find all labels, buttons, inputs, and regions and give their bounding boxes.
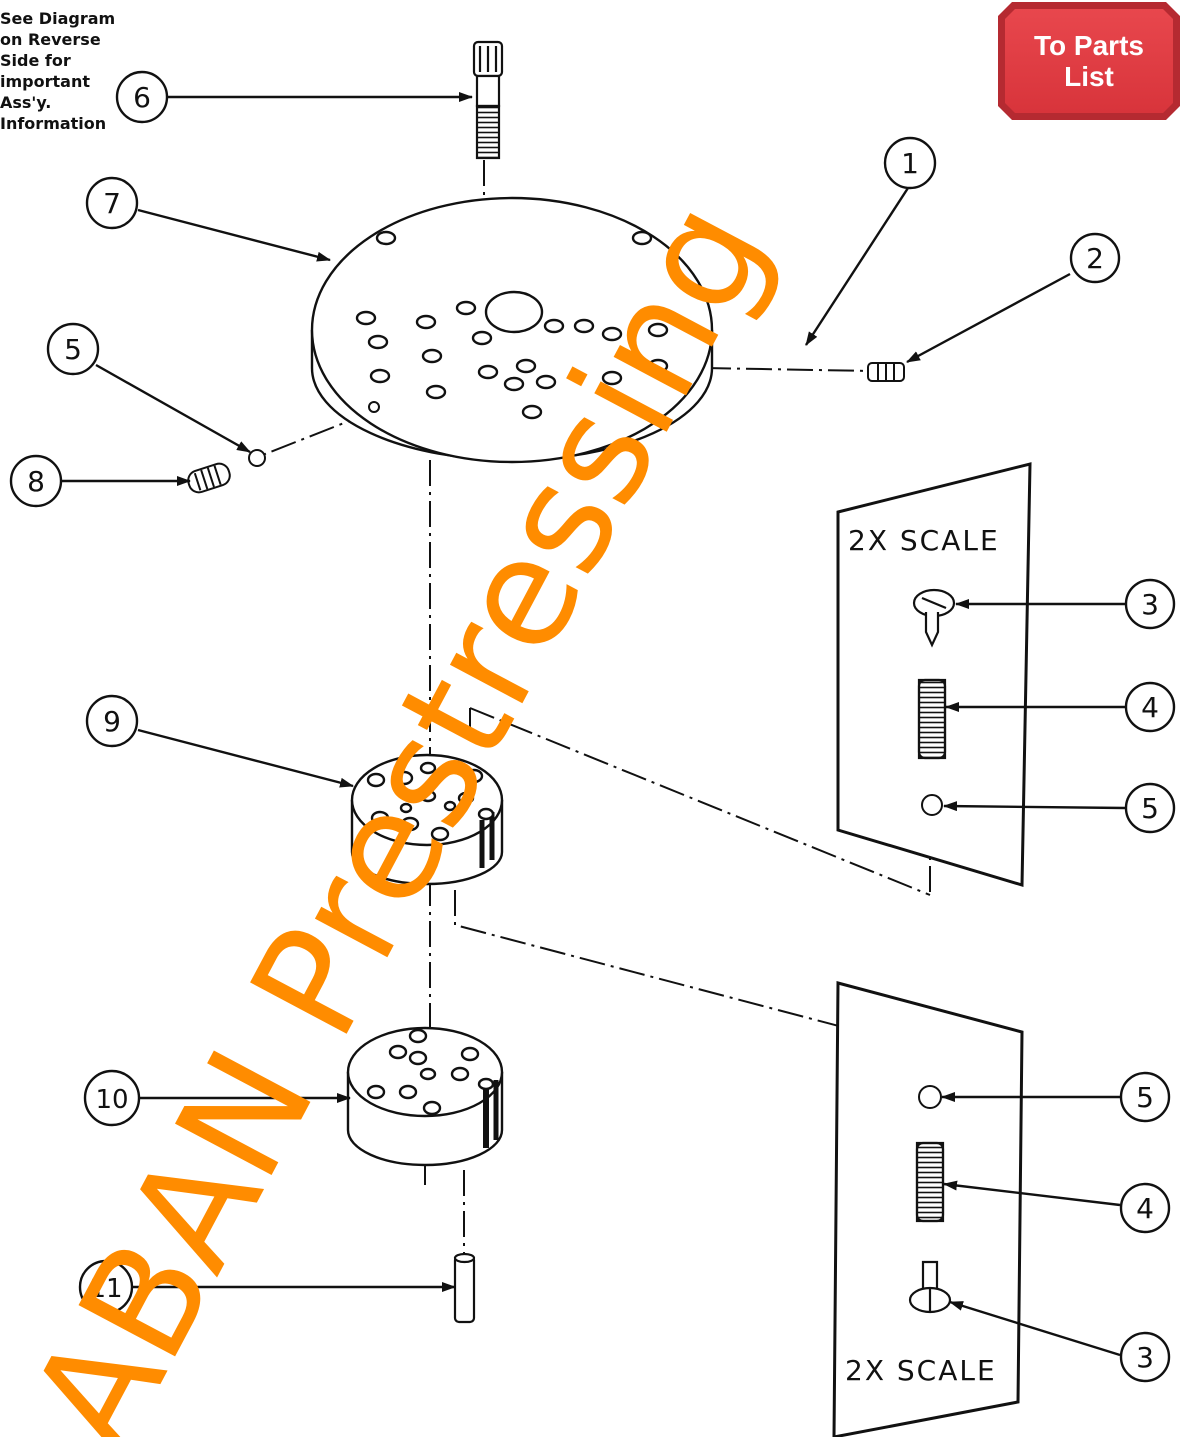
cap-screw-part-6 <box>472 40 504 160</box>
plate-hole <box>535 374 557 390</box>
plate-hole <box>601 326 623 342</box>
callout-5-lower: 5 <box>1119 1071 1171 1123</box>
callout-6: 6 <box>115 70 169 124</box>
callout-1: 1 <box>883 136 937 190</box>
plate-hole <box>647 358 669 374</box>
spring-part-4-upper <box>917 678 947 760</box>
plate-hole <box>631 230 653 246</box>
block-hole <box>430 826 450 842</box>
svg-text:7: 7 <box>103 187 121 220</box>
plate-hole <box>503 376 525 392</box>
svg-text:3: 3 <box>1141 588 1159 621</box>
callout-3-lower: 3 <box>1119 1331 1171 1383</box>
block-hole <box>399 802 413 814</box>
block-hole <box>398 1084 418 1100</box>
block-hole <box>400 816 420 832</box>
block-hole <box>450 1066 470 1082</box>
to-parts-list-button[interactable]: To Parts List <box>998 2 1180 120</box>
scale-label-lower: 2X SCALE <box>845 1354 997 1387</box>
plate-hole <box>415 314 437 330</box>
dowel-pin-part-11 <box>453 1252 476 1324</box>
plate-hole <box>369 368 391 384</box>
valve-block-part-10 <box>346 1026 504 1185</box>
block-hole <box>408 1028 428 1044</box>
block-hole <box>394 770 414 786</box>
callout-8: 8 <box>9 454 63 508</box>
plate-hole <box>471 330 493 346</box>
block-hole <box>457 791 475 805</box>
callout-5-upper: 5 <box>1124 782 1176 834</box>
block-hole <box>422 1100 442 1116</box>
block-hole <box>443 800 457 812</box>
ball-part-5-upper <box>921 794 943 816</box>
block-hole <box>419 1067 437 1081</box>
callout-2: 2 <box>1069 232 1121 284</box>
plate-edge-hole <box>368 401 380 413</box>
ball-part-5-left <box>248 449 266 467</box>
set-screw-part-2 <box>867 362 905 382</box>
plate-hole <box>477 364 499 380</box>
plate-hole <box>573 318 595 334</box>
block-hole <box>419 761 437 775</box>
block-hole <box>477 807 495 821</box>
svg-text:1: 1 <box>901 147 919 180</box>
to-parts-list-label: To Parts List <box>1034 30 1144 92</box>
plug-part-8 <box>187 462 231 494</box>
svg-text:11: 11 <box>89 1274 122 1304</box>
block-hole <box>460 1046 480 1062</box>
plate-hole <box>367 334 389 350</box>
screw-part-3-upper <box>912 588 956 648</box>
callout-10: 10 <box>83 1069 141 1127</box>
callout-7: 7 <box>85 176 139 230</box>
plate-hole <box>425 384 447 400</box>
block-hole <box>366 772 386 788</box>
callout-11: 11 <box>78 1259 134 1315</box>
plate-hole <box>355 310 377 326</box>
plate-hole <box>421 348 443 364</box>
svg-text:3: 3 <box>1136 1341 1154 1374</box>
plate-hole <box>375 230 397 246</box>
plate-hole <box>647 322 669 338</box>
plate-hole <box>601 370 623 386</box>
svg-text:10: 10 <box>95 1085 128 1115</box>
plate-hole <box>455 300 477 316</box>
assembly-note: See Diagram on Reverse Side for importan… <box>0 9 116 133</box>
screw-part-3-lower <box>908 1260 952 1314</box>
svg-text:9: 9 <box>103 705 121 738</box>
svg-text:2: 2 <box>1086 242 1104 275</box>
scale-panel-upper: 2X SCALE <box>836 462 1032 888</box>
svg-text:5: 5 <box>1141 792 1159 825</box>
svg-text:4: 4 <box>1136 1192 1154 1225</box>
block-hole <box>370 810 390 826</box>
callout-4-upper: 4 <box>1124 681 1176 733</box>
plate-hole <box>515 358 537 374</box>
svg-text:8: 8 <box>27 465 45 498</box>
block-hole <box>477 1077 495 1091</box>
svg-text:6: 6 <box>133 81 151 114</box>
svg-text:5: 5 <box>1136 1081 1154 1114</box>
callout-3-upper: 3 <box>1124 578 1176 630</box>
leader-arrows <box>62 92 1126 1357</box>
plate-hole <box>521 404 543 420</box>
callout-9: 9 <box>85 694 139 748</box>
plate-hole <box>543 318 565 334</box>
ball-part-5-lower <box>918 1085 942 1109</box>
valve-block-part-9 <box>350 753 504 886</box>
spring-part-4-lower <box>915 1141 945 1223</box>
block-hole <box>366 1084 386 1100</box>
base-plate-part-7 <box>310 196 714 464</box>
callout-4-lower: 4 <box>1119 1182 1171 1234</box>
svg-text:5: 5 <box>64 333 82 366</box>
svg-text:4: 4 <box>1141 691 1159 724</box>
scale-panel-lower: 2X SCALE <box>832 981 1024 1439</box>
scale-label-upper: 2X SCALE <box>848 524 1000 557</box>
block-hole <box>388 1044 408 1060</box>
block-hole <box>408 1050 428 1066</box>
callout-5-left: 5 <box>46 322 100 376</box>
block-hole <box>419 789 437 803</box>
center-lines <box>254 160 931 1258</box>
block-hole <box>464 768 484 784</box>
